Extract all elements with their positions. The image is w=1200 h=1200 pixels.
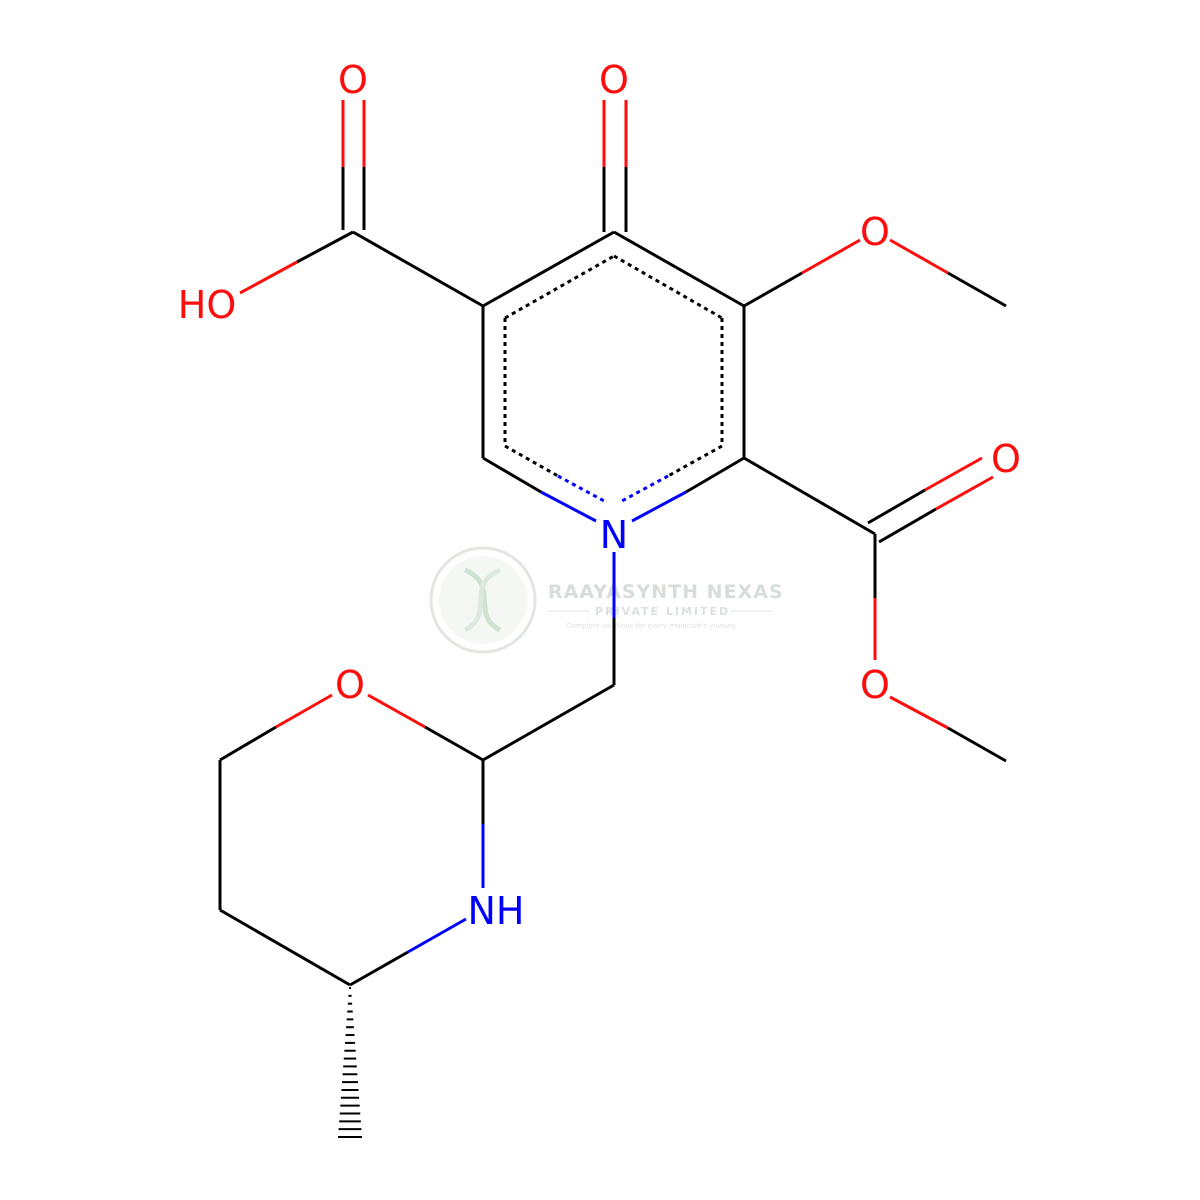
atom-o-acid-carbonyl: O [338, 58, 368, 102]
bond-ring-c3-c4 [482, 230, 615, 308]
bond-ester-co-double-b [878, 507, 937, 544]
atom-o-ester-ether: O [860, 663, 890, 707]
watermark-logo-ring [429, 546, 537, 654]
bond-ester-co-double-a [867, 488, 926, 525]
watermark-dna-icon [463, 567, 502, 633]
atom-o-ester-carbonyl: O [991, 437, 1021, 481]
bond-ring-c6-n [685, 456, 745, 494]
watermark-subtitle: PRIVATE LIMITED [595, 605, 730, 618]
bond-morph-c4-nh [349, 950, 409, 987]
bond-ester-o-ch3 [889, 695, 949, 730]
atom-o-morpholine: O [335, 663, 365, 707]
watermark-company: RAAYASYNTH NEXAS [548, 581, 784, 603]
atom-n-ring: N [600, 513, 628, 557]
atom-o-acid-hydroxyl: HO [178, 283, 236, 327]
bond-morph-o-c6 [275, 693, 333, 729]
bond-morph-c2-o [424, 725, 484, 762]
stereo-hashed-wedge [338, 987, 362, 1138]
watermark-tagline: Complete solutions for every molecule's … [566, 622, 735, 630]
bond-ring-c4-c5 [613, 230, 745, 308]
bond-ch2-morpholine [482, 683, 615, 762]
bond-cooh-oh [296, 230, 354, 264]
bond-methoxy-o-ch3 [889, 238, 949, 275]
atom-o-ketone: O [599, 58, 629, 102]
atom-o-methoxy: O [860, 210, 890, 254]
watermark: RAAYASYNTH NEXAS PRIVATE LIMITED Complet… [429, 546, 784, 654]
bond-morph-c5-c4 [219, 908, 351, 987]
bond-c5-methoxy-o [743, 271, 803, 308]
aromatic-ring-dashes [503, 254, 724, 504]
bond-c3-cooh [352, 230, 484, 308]
atom-labels: O O HO O O O N O NH [178, 58, 1021, 933]
bond-c6-ester [743, 456, 876, 536]
bond-ring-c2-n [482, 456, 542, 494]
atom-nh-morpholine: NH [468, 889, 525, 933]
